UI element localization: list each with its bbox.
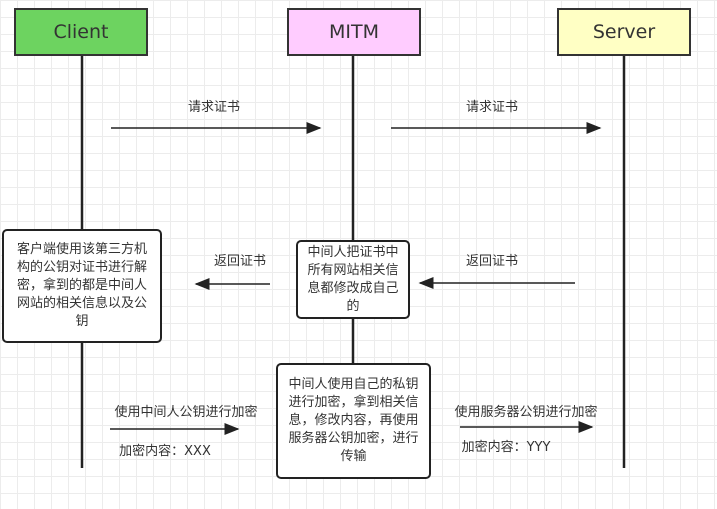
label-enc-client: 使用中间人公钥进行加密	[114, 405, 258, 420]
actor-server: Server	[557, 8, 691, 56]
label-ret-mitm-client: 返回证书	[213, 254, 267, 269]
note-mitm-reencrypt: 中间人使用自己的私钥进行加密，拿到相关信息，修改内容，再使用服务器公钥加密，进行…	[276, 363, 431, 479]
label-req-mitm-server: 请求证书	[465, 100, 519, 115]
actor-client: Client	[14, 8, 148, 56]
label-enc-mitm-content: 加密内容：YYY	[461, 440, 551, 455]
note-client-decrypt: 客户端使用该第三方机构的公钥对证书进行解密，拿到的都是中间人网站的相关信息以及公…	[2, 229, 162, 343]
label-ret-server-mitm: 返回证书	[465, 254, 519, 269]
label-enc-mitm: 使用服务器公钥进行加密	[454, 405, 598, 420]
label-enc-client-content: 加密内容：XXX	[119, 444, 211, 459]
label-req-client-mitm: 请求证书	[187, 100, 241, 115]
note-mitm-replace: 中间人把证书中所有网站相关信息都修改成自己的	[296, 240, 410, 319]
actor-mitm: MITM	[287, 8, 421, 56]
